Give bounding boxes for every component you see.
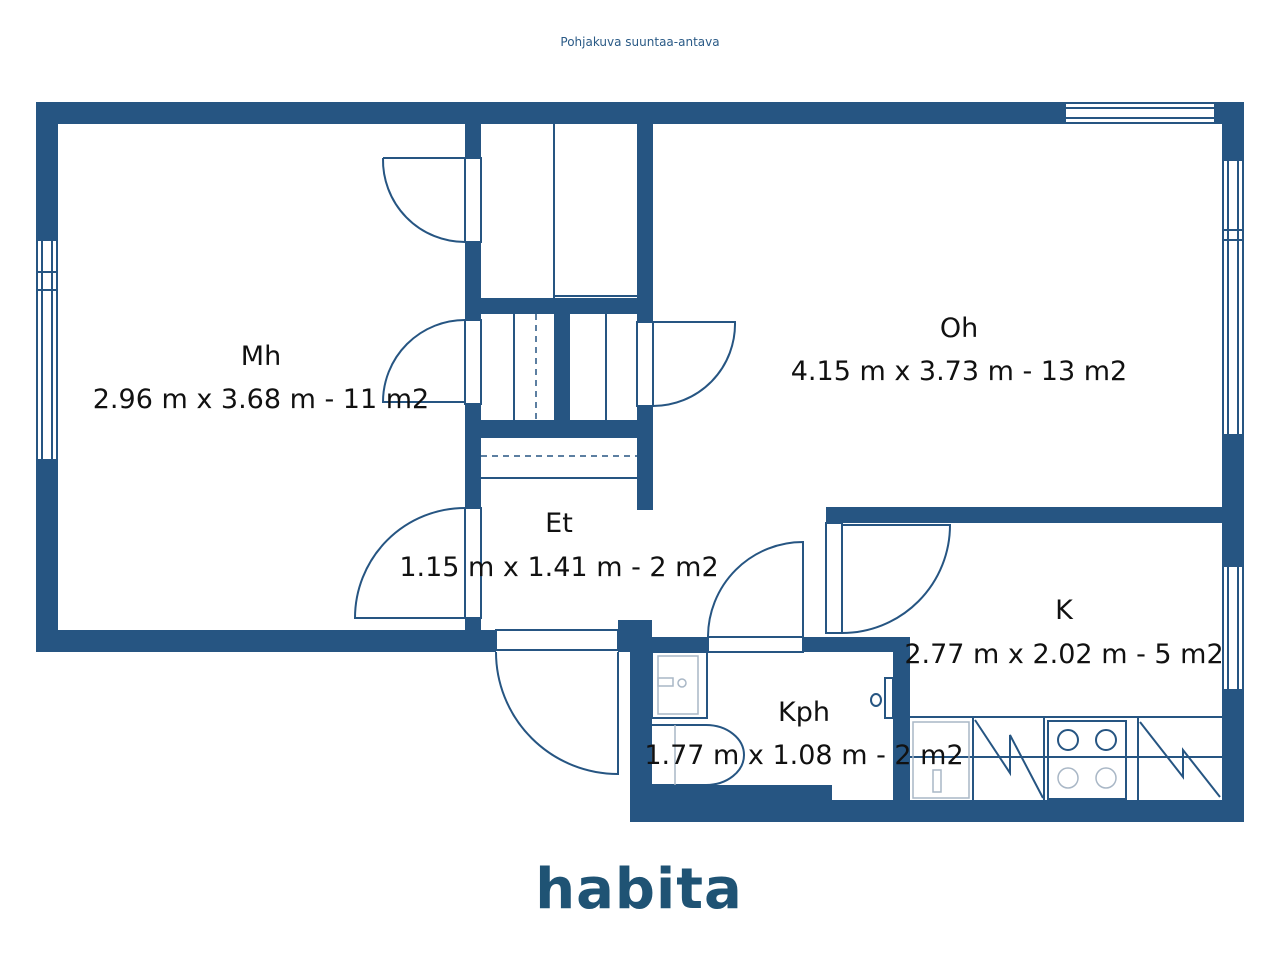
habita-logo: habita [535, 857, 743, 922]
room-dims-oh: 4.15 m x 3.73 m - 13 m2 [791, 356, 1127, 387]
kitchen-fixtures [910, 716, 1222, 800]
walls [36, 102, 1244, 822]
bathroom-fixtures [651, 651, 894, 786]
doors [353, 157, 952, 776]
room-dims-mh: 2.96 m x 3.68 m - 11 m2 [93, 384, 429, 415]
room-name-oh: Oh [940, 313, 978, 344]
room-name-et: Et [545, 508, 573, 539]
room-name-k: K [1055, 595, 1074, 626]
room-dims-k: 2.77 m x 2.02 m - 5 m2 [904, 639, 1223, 670]
disclaimer-text: Pohjakuva suuntaa-antava [560, 35, 720, 49]
room-dims-et: 1.15 m x 1.41 m - 2 m2 [399, 552, 718, 583]
windows [36, 102, 1244, 691]
room-dims-kph: 1.77 m x 1.08 m - 2 m2 [644, 740, 963, 771]
room-name-mh: Mh [241, 341, 281, 372]
closets [481, 124, 637, 479]
room-name-kph: Kph [778, 697, 830, 728]
